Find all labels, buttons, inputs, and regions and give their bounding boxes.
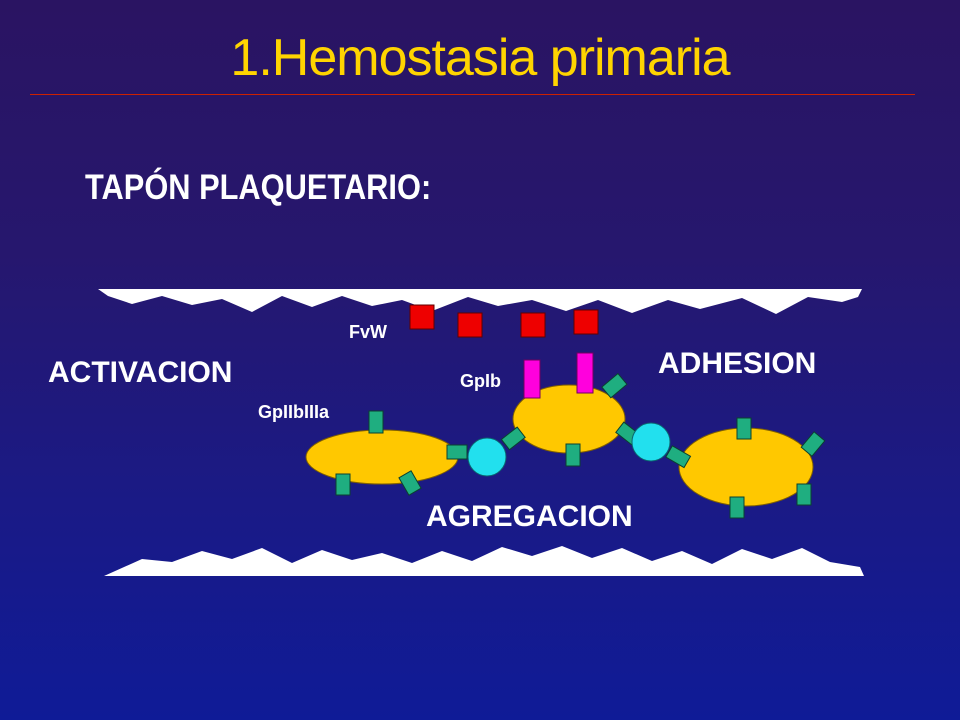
gpiibiiia-receptor	[446, 444, 468, 460]
fvw-square-2	[457, 312, 483, 338]
platelet-left	[305, 429, 459, 485]
gpib-receptor-1	[523, 359, 541, 399]
slide-subtitle: TAPÓN PLAQUETARIO:	[85, 168, 432, 207]
gpib-receptor-2	[576, 352, 594, 394]
platelet-right	[678, 427, 814, 507]
gpiibiiia-receptor	[729, 496, 745, 519]
label-gpib: GpIb	[460, 371, 501, 391]
vessel-wall-top	[98, 289, 862, 314]
label-gpiibiiia: GpIIbIIIa	[258, 402, 330, 422]
fvw-square-3	[520, 312, 546, 338]
fvw-square-1	[409, 304, 435, 330]
gpiibiiia-receptor	[500, 426, 526, 451]
label-activacion: ACTIVACION	[48, 356, 233, 389]
gpiibiiia-receptor	[800, 431, 826, 457]
gpiibiiia-receptor	[368, 410, 384, 434]
gpiibiiia-receptor	[736, 417, 752, 440]
gpiibiiia-receptor	[665, 445, 692, 469]
gpiibiiia-receptor	[565, 443, 581, 467]
gpiibiiia-receptor	[335, 473, 351, 496]
gpiibiiia-receptor	[398, 470, 422, 496]
vessel-wall-bottom	[104, 546, 864, 576]
fibrinogen-bridge-2	[631, 422, 671, 462]
fibrinogen-bridge-1	[467, 437, 507, 477]
fvw-square-4	[573, 309, 599, 335]
label-fvw: FvW	[349, 322, 387, 342]
label-agregacion: AGREGACION	[426, 500, 633, 533]
gpiibiiia-receptor	[796, 483, 812, 506]
label-adhesion: ADHESION	[658, 347, 817, 380]
gpiibiiia-receptor	[601, 372, 628, 399]
slide-title: 1.Hemostasia primaria	[230, 29, 730, 87]
title-divider	[30, 94, 915, 95]
